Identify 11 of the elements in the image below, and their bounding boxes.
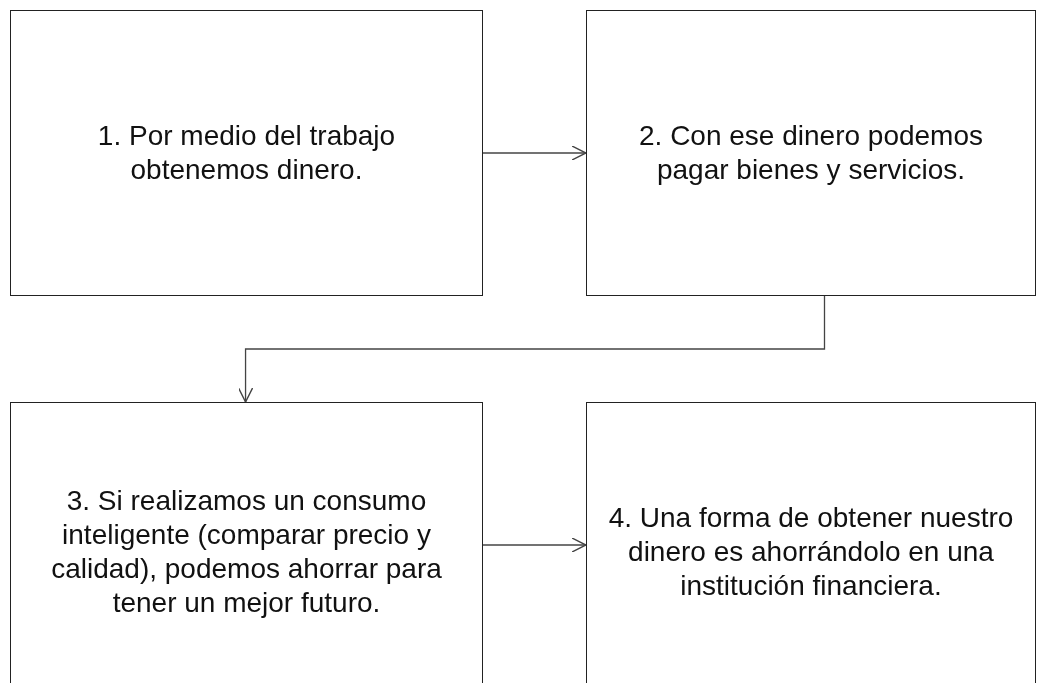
box-text: 2. Con ese dinero podemos pagar bienes y servicios. (638, 118, 984, 187)
arrow (237, 295, 826, 403)
box-text: 3. Si realizamos un consumo inteligente (comparar precio y calidad), podemos ahorrar para tener un mejor futuro. (50, 483, 443, 621)
process-box (10, 10, 483, 296)
box-text: 4. Una forma de obtener nuestro dinero es ahorrándolo en una institución financiera. (607, 500, 1015, 604)
box-text: 1. Por medio del trabajo obtenemos dinero. (96, 118, 397, 187)
process-box (586, 10, 1036, 296)
arrow (482, 537, 587, 553)
process-box (10, 402, 483, 683)
process-box (586, 402, 1036, 683)
arrow (482, 145, 587, 161)
